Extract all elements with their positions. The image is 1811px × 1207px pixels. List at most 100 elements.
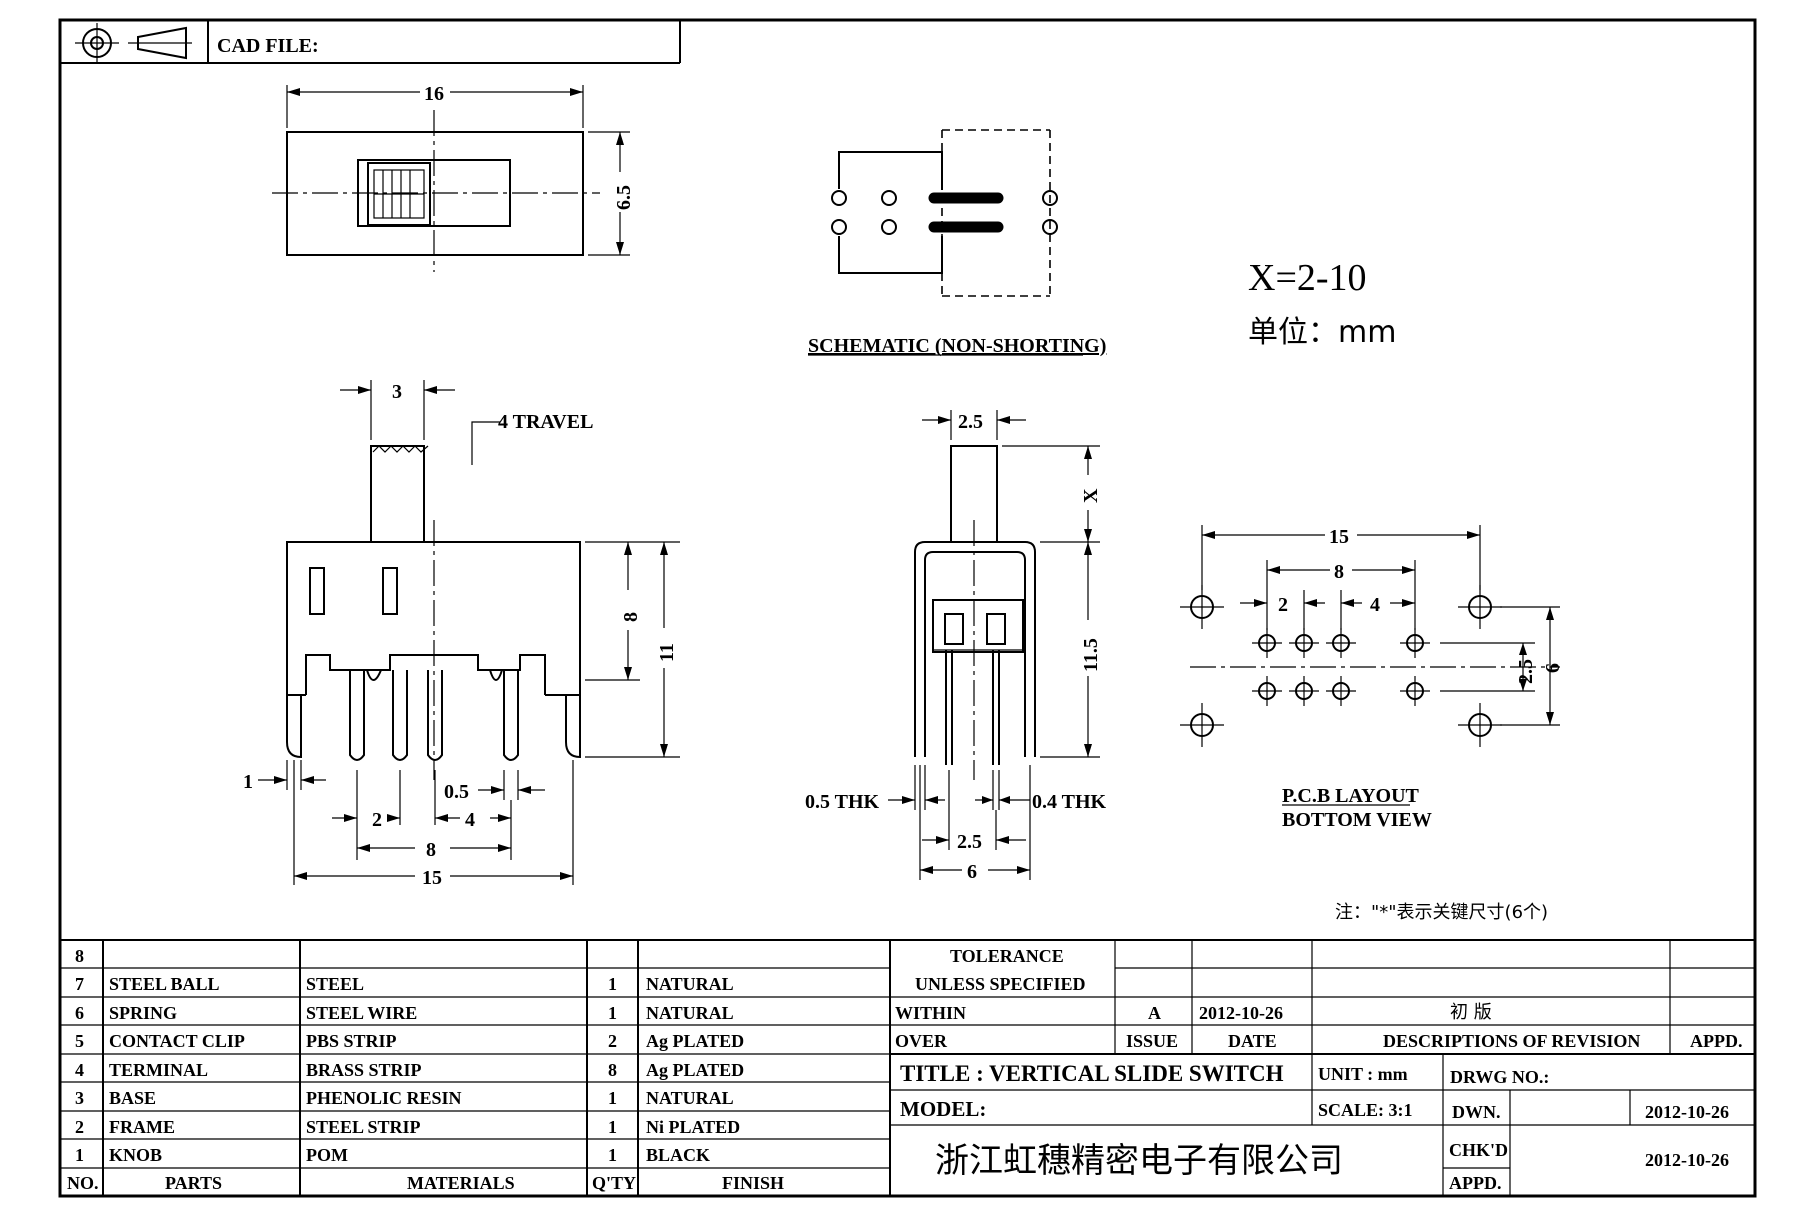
bom-row-finish: BLACK bbox=[646, 1145, 710, 1165]
bom-row-material: PHENOLIC RESIN bbox=[306, 1088, 462, 1108]
dwn-label: DWN. bbox=[1452, 1102, 1501, 1122]
bom-header-parts: PARTS bbox=[165, 1173, 222, 1193]
appd-signature-label: APPD. bbox=[1449, 1173, 1502, 1193]
bom-header-finish: FINISH bbox=[722, 1173, 784, 1193]
chkd-date: 2012-10-26 bbox=[1645, 1150, 1729, 1170]
bom-header-materials: MATERIALS bbox=[407, 1173, 515, 1193]
unit-note: 单位：mm bbox=[1248, 315, 1396, 350]
pin-pad bbox=[1252, 676, 1282, 706]
dim-width-16: 16 bbox=[424, 83, 444, 105]
dim-knob-3: 3 bbox=[392, 381, 402, 403]
bom-row-no: 4 bbox=[75, 1060, 84, 1080]
bom-row-material: STEEL WIRE bbox=[306, 1003, 417, 1023]
dim-2: 2 bbox=[372, 809, 382, 831]
issue-label: ISSUE bbox=[1126, 1031, 1178, 1051]
pcb-dim-2-5: 2.5 bbox=[1515, 659, 1537, 684]
dwn-date: 2012-10-26 bbox=[1645, 1102, 1729, 1122]
revision-issue: A bbox=[1148, 1003, 1161, 1023]
top-view: 16 6.5 bbox=[272, 83, 635, 272]
bom-row-no: 6 bbox=[75, 1003, 84, 1023]
side-dim-x: X bbox=[1080, 488, 1102, 503]
third-angle-projection-icon bbox=[75, 23, 192, 62]
bom-row-material: PBS STRIP bbox=[306, 1031, 397, 1051]
dim-height-8: 8 bbox=[620, 612, 642, 622]
variant-formula: X=2-10 bbox=[1248, 257, 1367, 299]
within-label: WITHIN bbox=[895, 1003, 966, 1023]
bom-row-finish: NATURAL bbox=[646, 974, 734, 994]
bom-row-part: STEEL BALL bbox=[109, 974, 220, 994]
key-dimension-note: 注："*"表示关键尺寸(6个) bbox=[1335, 902, 1548, 923]
pin-pad bbox=[1289, 676, 1319, 706]
bom-row-no: 5 bbox=[75, 1031, 84, 1051]
front-view: 3 4 TRAVEL 8 11 1 0.5 bbox=[243, 380, 680, 889]
pcb-dim-2: 2 bbox=[1278, 594, 1288, 616]
pin-pad bbox=[1400, 628, 1430, 658]
bom-header-no: NO. bbox=[67, 1173, 99, 1193]
model-label: MODEL: bbox=[900, 1097, 986, 1121]
bom-row-material: STEEL STRIP bbox=[306, 1117, 421, 1137]
bom-row-qty: 1 bbox=[608, 1117, 617, 1137]
bom-row-finish: NATURAL bbox=[646, 1003, 734, 1023]
title-block bbox=[890, 940, 1755, 1196]
company-name: 浙江虹穗精密电子有限公司 bbox=[935, 1141, 1343, 1181]
bom-row-part: CONTACT CLIP bbox=[109, 1031, 245, 1051]
bom-row-no: 1 bbox=[75, 1145, 84, 1165]
pcb-caption-2: BOTTOM VIEW bbox=[1282, 809, 1432, 831]
pin-pad bbox=[1326, 676, 1356, 706]
bom-row-part: SPRING bbox=[109, 1003, 177, 1023]
bom-row-part: TERMINAL bbox=[109, 1060, 208, 1080]
pcb-layout: 15 8 2 4 2.5 6 P.C.B LAYOU bbox=[1180, 525, 1564, 831]
pcb-dim-15: 15 bbox=[1329, 526, 1349, 548]
cad-file-label: CAD FILE: bbox=[217, 35, 319, 57]
chkd-label: CHK'D bbox=[1449, 1140, 1508, 1160]
revision-description: 初 版 bbox=[1450, 1002, 1492, 1023]
dim-pin-span-8: 8 bbox=[426, 839, 436, 861]
bom-row-material: POM bbox=[306, 1145, 348, 1165]
side-dim-width-6: 6 bbox=[967, 861, 977, 883]
bom-row-part: KNOB bbox=[109, 1145, 162, 1165]
pin-pad bbox=[1252, 628, 1282, 658]
bom-row-qty: 8 bbox=[608, 1060, 617, 1080]
pcb-dim-6: 6 bbox=[1542, 663, 1564, 673]
drawing-title: TITLE : VERTICAL SLIDE SWITCH bbox=[900, 1061, 1284, 1086]
bom-row-material: STEEL bbox=[306, 974, 364, 994]
scale-label: SCALE: 3:1 bbox=[1318, 1100, 1413, 1120]
bom-header-qty: Q'TY bbox=[592, 1173, 636, 1193]
appd-label: APPD. bbox=[1690, 1031, 1743, 1051]
date-label: DATE bbox=[1228, 1031, 1277, 1051]
bom-row-qty: 1 bbox=[608, 974, 617, 994]
bom-row-finish: Ag PLATED bbox=[646, 1060, 744, 1080]
bom-table bbox=[60, 939, 1755, 1196]
unless-specified-label: UNLESS SPECIFIED bbox=[915, 974, 1086, 994]
pcb-caption-1: P.C.B LAYOUT bbox=[1282, 785, 1420, 807]
bom-row-finish: Ni PLATED bbox=[646, 1117, 740, 1137]
dim-height-11: 11 bbox=[656, 643, 678, 662]
sheet-border bbox=[58, 18, 1757, 1198]
dim-total-15: 15 bbox=[422, 867, 442, 889]
mounting-hole bbox=[1180, 703, 1224, 747]
dim-0-5: 0.5 bbox=[444, 781, 469, 803]
side-dim-11-5: 11.5 bbox=[1080, 638, 1102, 672]
revision-date: 2012-10-26 bbox=[1199, 1003, 1283, 1023]
bom-row-no: 8 bbox=[75, 946, 84, 966]
pin-pad bbox=[1400, 676, 1430, 706]
mounting-hole bbox=[1458, 703, 1502, 747]
bom-row-finish: Ag PLATED bbox=[646, 1031, 744, 1051]
side-view: 2.5 X 11.5 0.5 THK 0.4 THK bbox=[805, 410, 1107, 883]
bom-row-finish: NATURAL bbox=[646, 1088, 734, 1108]
over-label: OVER bbox=[895, 1031, 948, 1051]
bom-row-qty: 1 bbox=[608, 1003, 617, 1023]
drwg-no-label: DRWG NO.: bbox=[1450, 1067, 1549, 1087]
pin-pad bbox=[1326, 628, 1356, 658]
pin-pad bbox=[1289, 628, 1319, 658]
bom-row-no: 3 bbox=[75, 1088, 84, 1108]
thk-right: 0.4 THK bbox=[1032, 791, 1107, 813]
mounting-hole bbox=[1458, 585, 1502, 629]
bom-row-material: BRASS STRIP bbox=[306, 1060, 422, 1080]
thk-left: 0.5 THK bbox=[805, 791, 880, 813]
bom-row-part: FRAME bbox=[109, 1117, 175, 1137]
travel-label: 4 TRAVEL bbox=[498, 411, 593, 433]
descriptions-label: DESCRIPTIONS OF REVISION bbox=[1383, 1031, 1640, 1051]
side-dim-top-2-5: 2.5 bbox=[958, 411, 983, 433]
